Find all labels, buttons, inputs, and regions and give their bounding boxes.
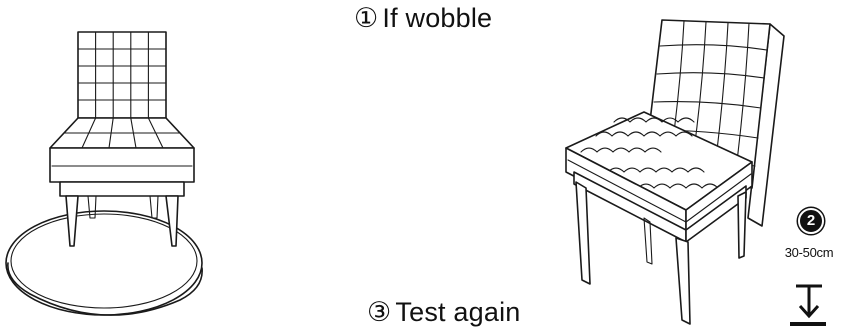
step3-text: Test again	[395, 297, 520, 327]
step1-number: ①	[354, 3, 378, 34]
tufted-chair-icon	[548, 12, 788, 330]
chair-on-platform-icon	[0, 28, 230, 328]
drop-distance-label: 30-50cm	[776, 245, 842, 260]
step2-badge: 2	[798, 208, 824, 234]
drop-to-floor-arrow-icon	[788, 280, 828, 328]
step2-drop-indicator: 2 30-50cm	[776, 208, 842, 330]
step3-number: ③	[367, 297, 391, 328]
step1-text: If wobble	[382, 3, 492, 33]
